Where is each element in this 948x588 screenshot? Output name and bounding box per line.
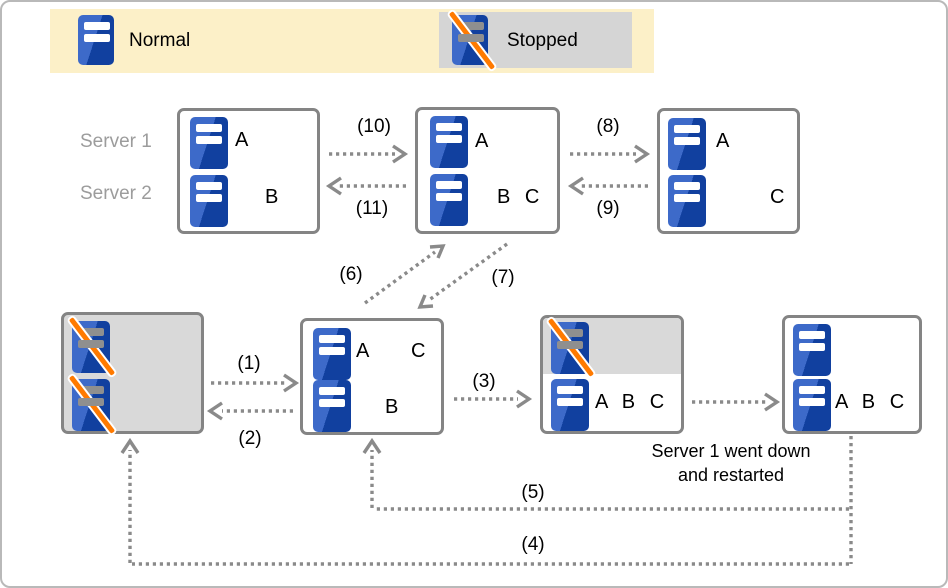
app-letter: B bbox=[385, 396, 399, 418]
server-normal-icon bbox=[190, 117, 228, 169]
server2-row-label: Server 2 bbox=[80, 183, 152, 204]
arrow-label-8: (8) bbox=[596, 116, 620, 137]
state-box-bottom-middle: A C B bbox=[300, 318, 444, 435]
restart-note-line1: Server 1 went down bbox=[651, 441, 811, 461]
legend-stopped-label: Stopped bbox=[507, 30, 578, 51]
arrow-label-5: (5) bbox=[521, 482, 545, 503]
legend-bar: Normal Stopped bbox=[50, 8, 654, 73]
arrow-label-3: (3) bbox=[472, 371, 496, 392]
state-box-top-middle: A B C bbox=[415, 107, 560, 234]
arrow-label-11: (11) bbox=[355, 198, 389, 219]
app-letter: C bbox=[411, 340, 426, 362]
arrow-label-6: (6) bbox=[339, 264, 363, 285]
server-normal-icon bbox=[190, 175, 228, 227]
arrow-4-head bbox=[120, 437, 140, 454]
arrow-label-1: (1) bbox=[237, 353, 261, 374]
arrow-label-4: (4) bbox=[521, 534, 545, 555]
arrow-11-head bbox=[325, 176, 342, 196]
server-normal-icon bbox=[668, 118, 706, 170]
arrow-9-head bbox=[567, 176, 584, 196]
app-letter: A B C bbox=[595, 391, 665, 413]
app-letter: A bbox=[475, 130, 489, 152]
arrow-10-head bbox=[392, 144, 409, 164]
server-normal-icon bbox=[430, 174, 468, 226]
arrow-label-2: (2) bbox=[238, 428, 262, 449]
server-stopped-icon bbox=[66, 314, 118, 379]
app-letter: A bbox=[356, 340, 370, 362]
arrow-6 bbox=[363, 250, 437, 305]
state-box-bottom-restarted: A B C bbox=[540, 315, 684, 434]
server-normal-icon bbox=[313, 328, 351, 380]
server-normal-icon bbox=[551, 379, 589, 431]
slash-icon bbox=[66, 372, 118, 437]
slash-icon bbox=[66, 314, 118, 379]
server-stopped-icon bbox=[66, 372, 118, 437]
server1-row-label: Server 1 bbox=[80, 131, 152, 152]
server-stopped-icon bbox=[545, 315, 597, 380]
arrow-1-head bbox=[283, 373, 300, 393]
arrow-label-9: (9) bbox=[596, 198, 620, 219]
state-box-top-left: A B bbox=[177, 108, 320, 234]
restart-note-line2: and restarted bbox=[677, 465, 785, 485]
arrow-3-head bbox=[516, 389, 533, 409]
server-normal-icon bbox=[430, 116, 468, 168]
state-box-bottom-right: A B C bbox=[782, 315, 922, 434]
arrow-restart-head bbox=[764, 392, 781, 412]
arrow-label-10: (10) bbox=[357, 116, 391, 137]
arrow-8-head bbox=[634, 144, 651, 164]
arrow-label-7: (7) bbox=[491, 267, 515, 288]
app-letter: A bbox=[716, 130, 730, 152]
app-letter: B C bbox=[497, 186, 540, 208]
app-letter: C bbox=[770, 186, 785, 208]
server-normal-icon bbox=[313, 380, 351, 432]
app-letter: A B C bbox=[835, 391, 905, 413]
state-box-bottom-left-stopped bbox=[61, 312, 204, 437]
legend-normal-label: Normal bbox=[129, 30, 191, 51]
arrow-7-head bbox=[417, 294, 434, 309]
slash-icon bbox=[446, 8, 498, 73]
restart-note: Server 1 went down and restarted bbox=[651, 439, 810, 487]
server-normal-icon bbox=[78, 15, 114, 65]
arrow-5-head bbox=[362, 437, 382, 454]
app-letter: A bbox=[235, 129, 249, 151]
app-letter: B bbox=[265, 186, 279, 208]
legend-stopped-chip: Stopped bbox=[439, 8, 632, 73]
server-normal-icon bbox=[793, 324, 831, 376]
server-normal-icon bbox=[793, 379, 831, 431]
server-normal-icon bbox=[668, 175, 706, 227]
server-stopped-icon bbox=[446, 8, 498, 73]
arrow-2-head bbox=[206, 401, 223, 421]
state-box-top-right: A C bbox=[657, 108, 800, 234]
arrow-6-head bbox=[429, 244, 446, 259]
